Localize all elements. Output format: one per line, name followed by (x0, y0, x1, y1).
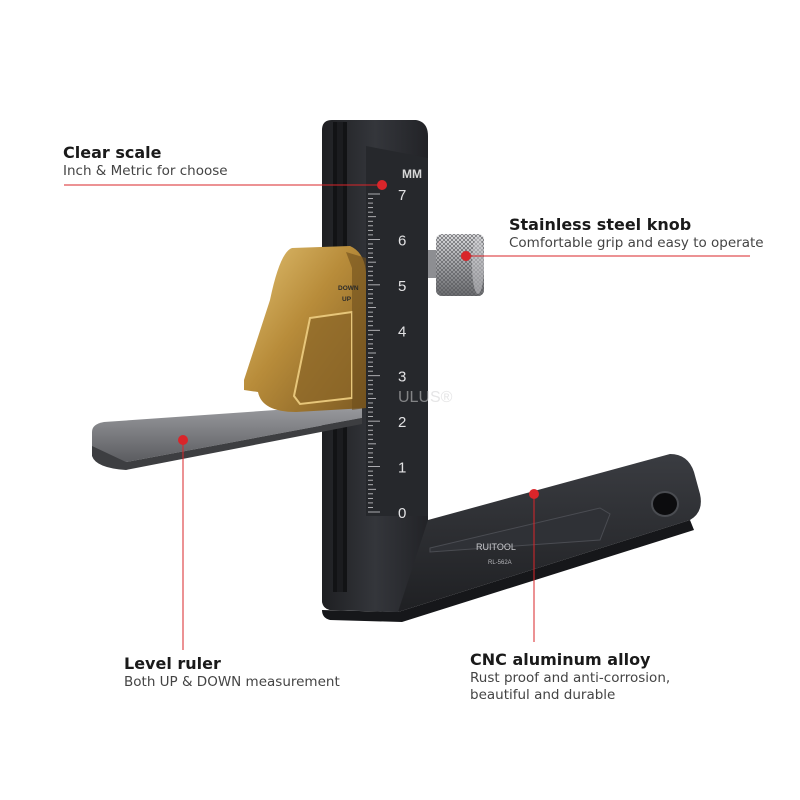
callout-title: CNC aluminum alloy (470, 650, 651, 669)
scale-number: 4 (398, 323, 406, 340)
brand-label: RUITOOL (476, 542, 516, 552)
ruler-scale: MM 7 6 5 4 3 2 1 0 (368, 167, 422, 522)
slider-up-label: UP (342, 296, 352, 303)
scale-number: 3 (398, 369, 406, 386)
callout-description: Comfortable grip and easy to operate (509, 235, 764, 251)
slider-down-label: DOWN (338, 285, 359, 292)
base-arm (322, 454, 701, 622)
callout-clear-scale: Clear scale Inch & Metric for choose (63, 143, 228, 180)
callout-level-ruler: Level ruler Both UP & DOWN measurement (124, 654, 340, 691)
callout-description: Inch & Metric for choose (63, 163, 228, 179)
callout-description: Both UP & DOWN measurement (124, 674, 340, 690)
model-label: RL-562A (488, 560, 512, 566)
scale-number: 0 (398, 505, 406, 522)
callout-stainless-knob: Stainless steel knob Comfortable grip an… (509, 215, 764, 252)
leader-clear-scale (64, 180, 387, 190)
scale-number: 7 (398, 187, 406, 204)
callout-cnc-alloy: CNC aluminum alloy Rust proof and anti-c… (470, 650, 670, 704)
scale-number: 2 (398, 414, 406, 431)
watermark-text: ULUS® (398, 389, 453, 406)
leader-level-ruler (178, 435, 188, 650)
leader-knob (461, 251, 750, 261)
scale-number: 6 (398, 232, 406, 249)
callout-description-line1: Rust proof and anti-corrosion, (470, 670, 671, 686)
leader-cnc (529, 489, 539, 642)
brass-slider: DOWN UP (244, 246, 366, 412)
callout-description-line2: beautiful and durable (470, 687, 616, 703)
stainless-knob-icon (428, 234, 484, 296)
callout-title: Level ruler (124, 654, 221, 673)
callout-lines (64, 180, 750, 650)
callout-title: Stainless steel knob (509, 215, 692, 234)
scale-number: 5 (398, 278, 406, 295)
scale-numbers: 7 6 5 4 3 2 1 0 (398, 187, 406, 522)
callout-title: Clear scale (63, 143, 162, 162)
hanging-hole-icon (651, 491, 679, 517)
scale-number: 1 (398, 460, 406, 477)
scale-unit-label: MM (402, 167, 422, 181)
scale-ticks (368, 193, 380, 513)
level-ruler-plate (92, 404, 362, 470)
